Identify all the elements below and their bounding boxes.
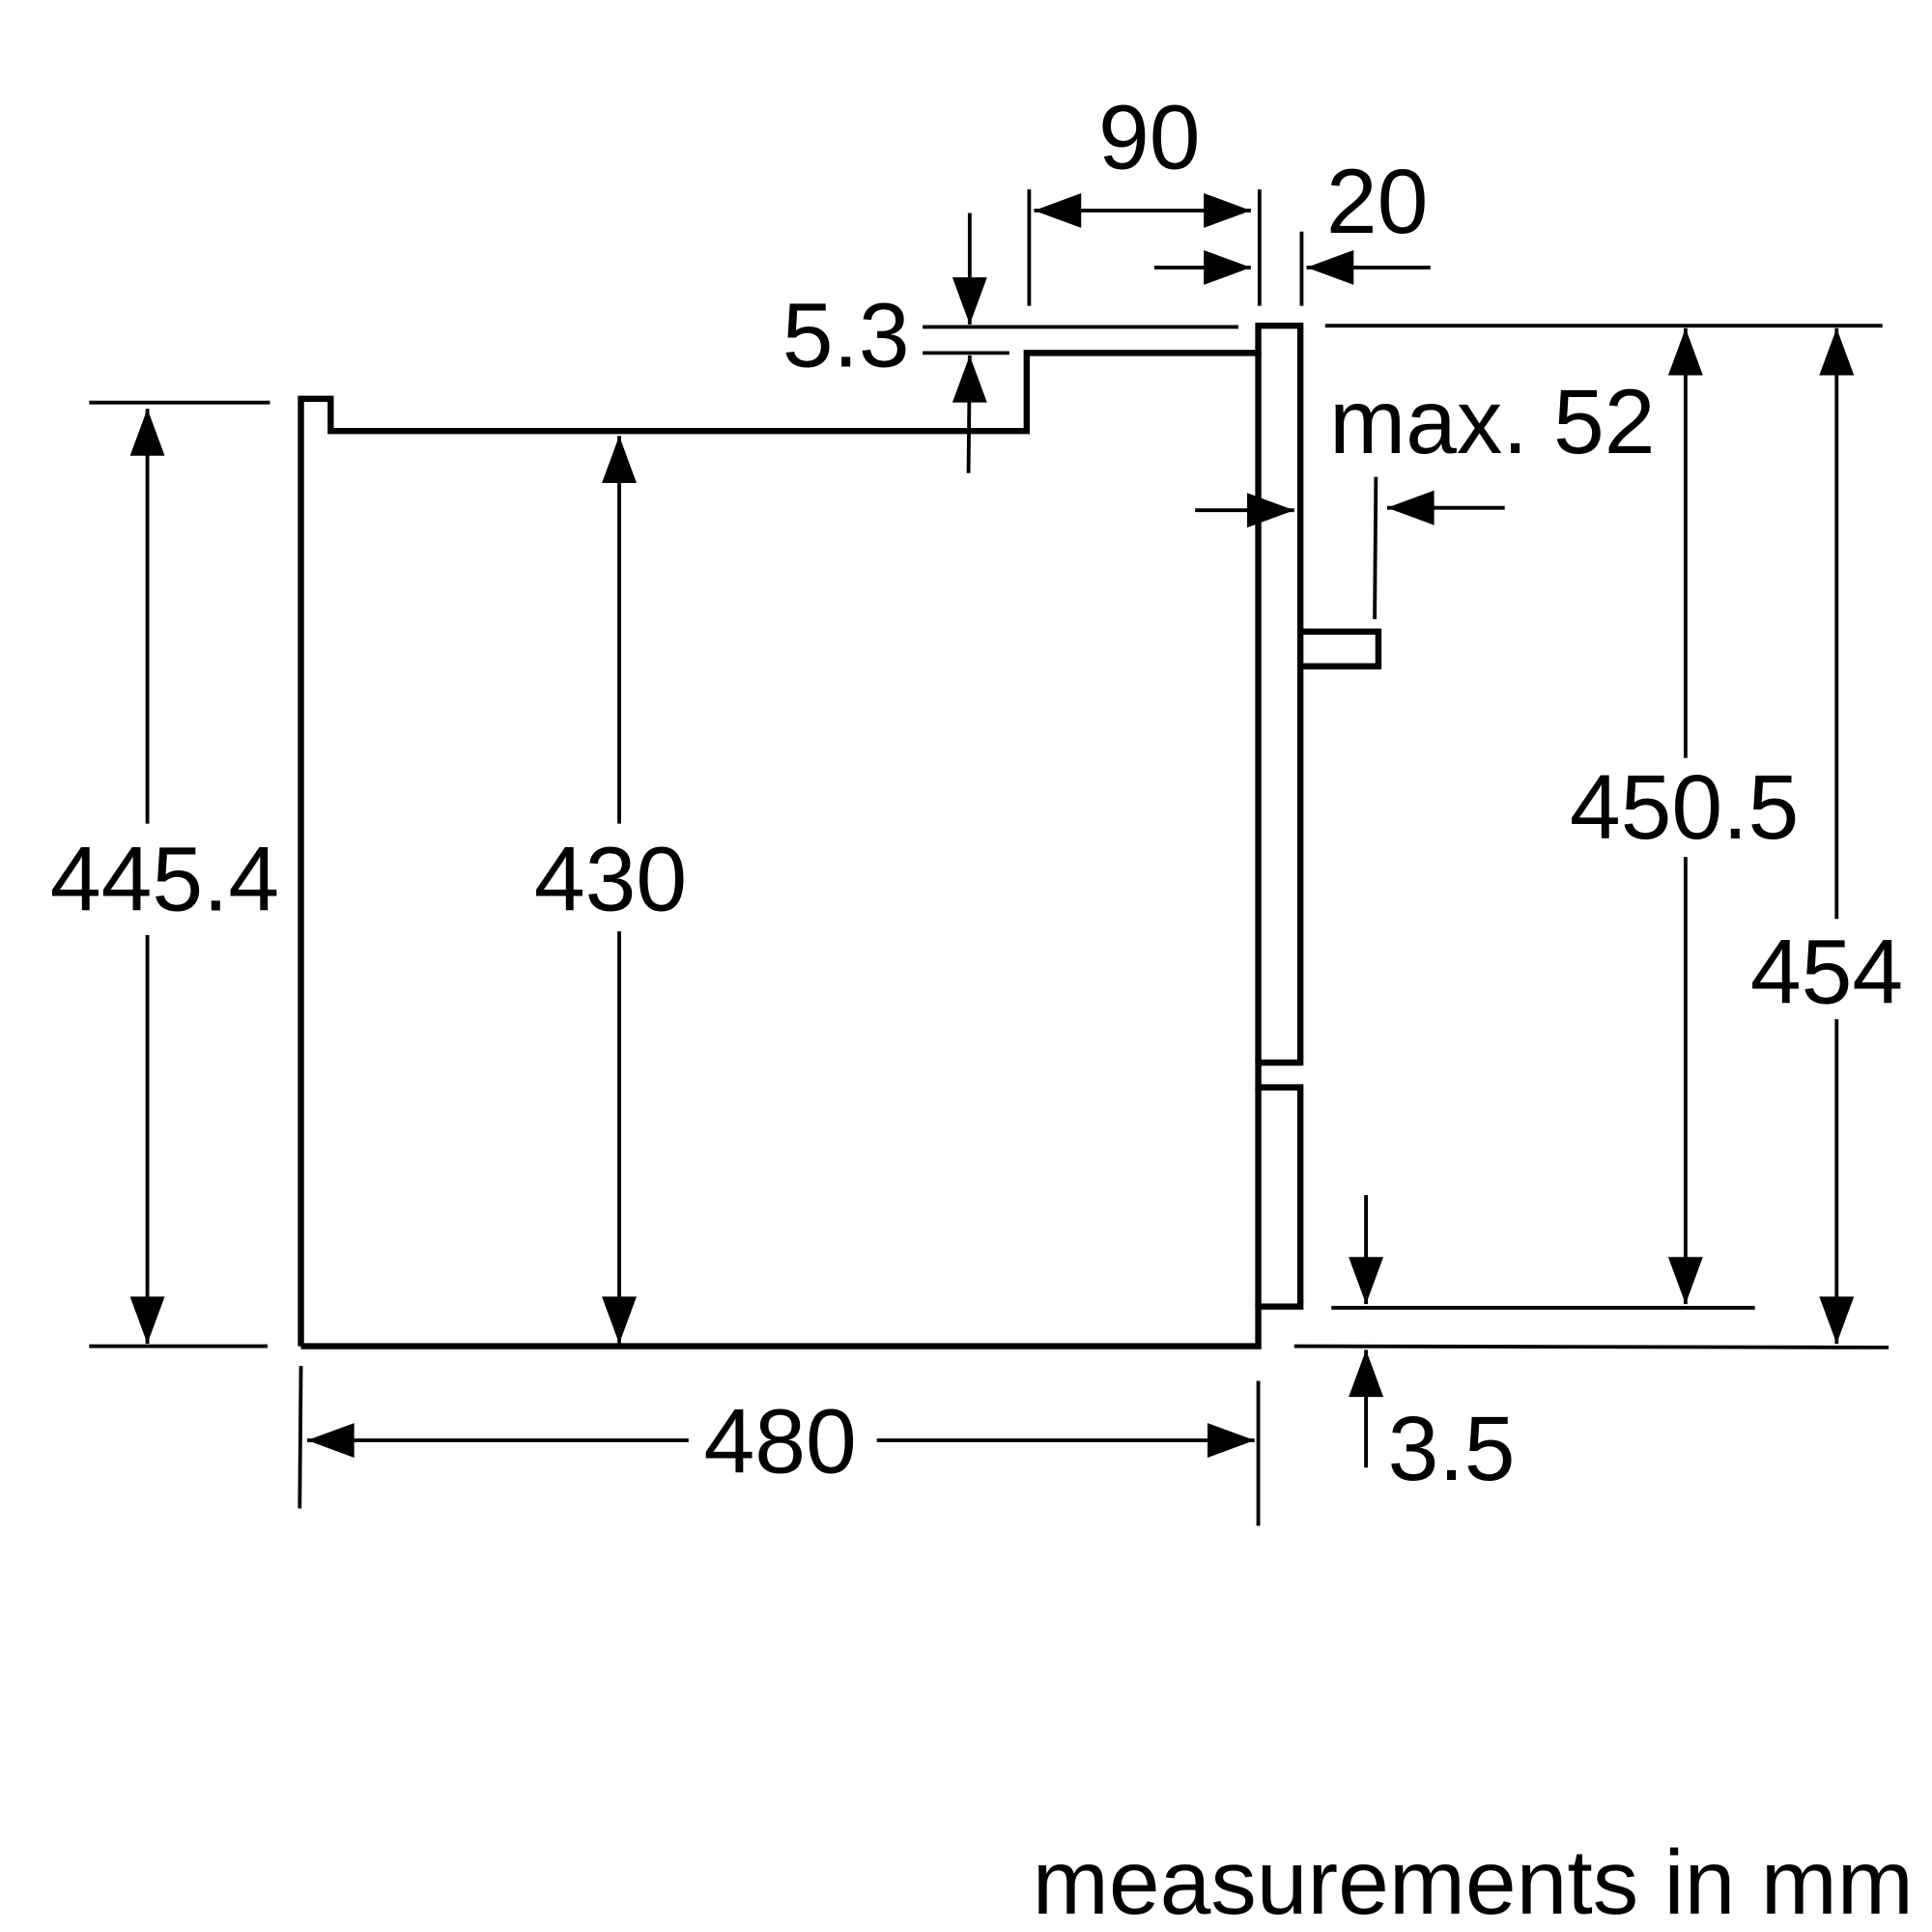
arrowhead-icon [952, 277, 987, 325]
extension-line [298, 1366, 303, 1509]
arrowhead-icon [1306, 249, 1354, 285]
dim-label-430: 430 [534, 828, 687, 930]
dim-label-445-4: 445.4 [50, 828, 279, 930]
arrowhead-icon [602, 1296, 637, 1345]
appliance-outline [298, 322, 1382, 1350]
arrowhead-icon [1204, 249, 1251, 285]
arrowhead-icon [1386, 490, 1435, 526]
appliance-body-outline [298, 322, 1382, 1350]
dim-label-480: 480 [704, 1390, 857, 1492]
arrowhead-icon [602, 436, 637, 483]
arrowhead-icon [129, 409, 165, 456]
arrowhead-icon [1349, 1350, 1384, 1398]
arrowhead-icon [129, 1296, 165, 1345]
dim-label-20: 20 [1326, 151, 1429, 253]
arrowhead-icon [1034, 193, 1082, 228]
dim-label-450-5: 450.5 [1570, 756, 1799, 859]
arrowhead-icon [1349, 1257, 1384, 1304]
dim-label-454: 454 [1750, 921, 1903, 1023]
arrowhead-icon [1819, 327, 1855, 376]
extension-line [1373, 476, 1378, 620]
arrowhead-icon [952, 355, 987, 403]
dim-label-3-5: 3.5 [1388, 1398, 1516, 1500]
arrowhead-icon [1204, 193, 1251, 228]
dim-label-5-3: 5.3 [782, 284, 910, 386]
arrowhead-icon [1208, 1423, 1255, 1458]
extension-line [1293, 1344, 1889, 1350]
dim-label-max-52: max. 52 [1329, 371, 1655, 473]
arrowhead-icon [306, 1423, 355, 1458]
arrowhead-icon [1819, 1296, 1855, 1345]
units-note: measurements in mm [1033, 1832, 1914, 1932]
arrowhead-icon [1247, 493, 1294, 528]
arrowhead-icon [1667, 327, 1703, 376]
dimension-lines [89, 189, 1889, 1526]
dim-label-90: 90 [1098, 86, 1201, 188]
arrowhead-icon [1667, 1257, 1703, 1304]
